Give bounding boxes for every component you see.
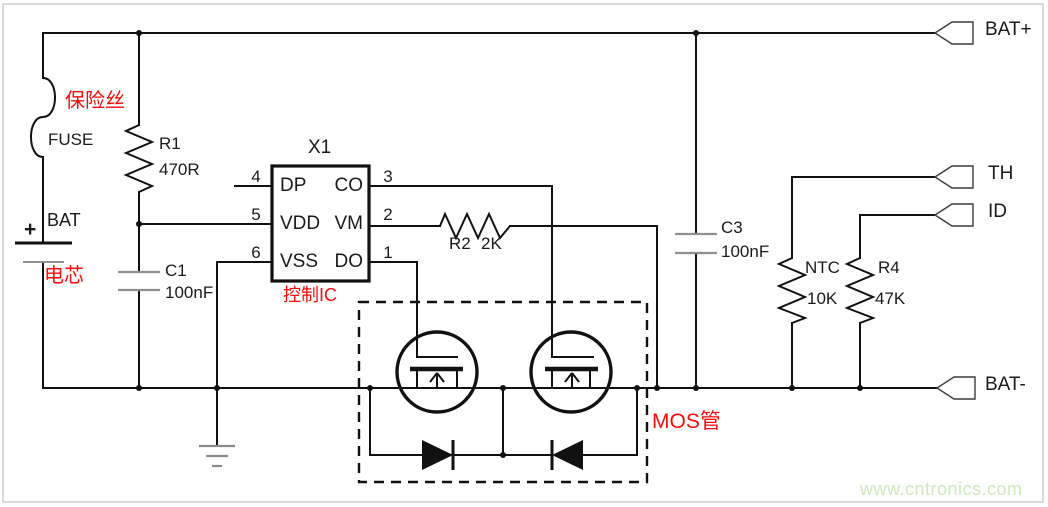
- mosfet-2: [529, 330, 613, 414]
- wire-id-r4: [859, 214, 936, 389]
- fuse-annotation-cn: 保险丝: [65, 90, 125, 112]
- body-diode-2-triangle: [552, 440, 583, 470]
- fuse-label: FUSE: [48, 130, 94, 149]
- ic-pin5-number: 5: [251, 205, 261, 224]
- ic-pin-do-label: DO: [334, 251, 364, 272]
- body-diodes: [422, 440, 583, 470]
- r4-ref-label: R4: [878, 258, 900, 277]
- ic-x1-body: [270, 164, 371, 283]
- mosfet-1-taps: [416, 369, 458, 388]
- wire-diode-row: [369, 387, 638, 456]
- terminal-label-id: ID: [988, 201, 1007, 222]
- r4-value-label: 47K: [875, 289, 906, 308]
- capacitors: [118, 232, 717, 292]
- ic-pin2-number: 2: [383, 205, 393, 224]
- mosfet-1-arrow: [429, 372, 445, 388]
- ic-pin1-number: 1: [383, 243, 393, 262]
- wire-bat-plus-rail: [42, 32, 936, 389]
- ntc-ref-label: NTC: [805, 258, 840, 277]
- battery-symbol: [15, 241, 72, 263]
- watermark: www.cntronics.com: [860, 479, 1023, 499]
- wire-vss-ground: [216, 261, 273, 445]
- ic-pin3-number: 3: [383, 167, 393, 186]
- ic-pin6-number: 6: [251, 243, 261, 262]
- r2-ref-label: R2: [449, 234, 471, 253]
- mosfet-annotation-cn: MOS管: [652, 410, 721, 433]
- junction-dots: [136, 30, 863, 458]
- c3-ref-label: C3: [721, 218, 743, 237]
- ic-pin4-number: 4: [251, 167, 261, 186]
- terminal-label-bat-minus: BAT-: [985, 374, 1026, 395]
- body-diode-1-triangle: [422, 440, 453, 470]
- mosfet-2-arrow: [564, 372, 580, 388]
- terminal-bat-plus: [933, 21, 974, 45]
- mosfet-1: [395, 330, 479, 414]
- capacitor-c3: [675, 232, 717, 255]
- c3-value-label: 100nF: [721, 242, 770, 261]
- ic-pin-vss-label: VSS: [280, 251, 319, 272]
- resistor-r2: [439, 211, 511, 241]
- terminal-connectors: [933, 21, 976, 400]
- ic-pin-co-label: CO: [334, 175, 364, 196]
- cell-annotation-cn: 电芯: [44, 265, 84, 287]
- ntc-value-label: 10K: [807, 289, 838, 308]
- wire-vm: [369, 225, 658, 389]
- mosfet-2-taps: [551, 369, 591, 388]
- ic-ref-label: X1: [308, 137, 332, 158]
- c1-value-label: 100nF: [165, 283, 214, 302]
- mos-dashed-box: [357, 300, 649, 484]
- terminal-id: [933, 203, 974, 227]
- terminal-label-bat-plus: BAT+: [985, 19, 1032, 40]
- ground-symbol: [199, 444, 235, 468]
- ic-pin-vm-label: VM: [334, 213, 364, 234]
- r2-value-label: 2K: [481, 234, 502, 253]
- resistor-ntc: [776, 257, 808, 324]
- terminal-th: [933, 165, 974, 189]
- terminal-label-th: TH: [988, 163, 1014, 184]
- resistor-r1: [123, 124, 155, 193]
- image-border: [2, 3, 1044, 503]
- ic-pin-dp-label: DP: [280, 175, 307, 196]
- ic-pin-vdd-label: VDD: [280, 213, 321, 234]
- wire-th-ntc: [791, 176, 936, 389]
- resistors: [123, 124, 876, 324]
- battery-plus-sign: +: [24, 218, 37, 241]
- resistor-r4: [844, 257, 876, 324]
- terminal-bat-minus: [935, 376, 976, 400]
- r1-value-label: 470R: [159, 160, 200, 179]
- mosfet-2-circle: [529, 330, 613, 414]
- battery-label: BAT: [47, 210, 81, 230]
- capacitor-c1: [118, 270, 160, 292]
- r1-ref-label: R1: [159, 134, 181, 153]
- wire-co-gate2: [369, 185, 553, 358]
- wires: [42, 32, 938, 456]
- fuse-symbol: [30, 77, 56, 158]
- mosfet-1-circle: [395, 330, 479, 414]
- wire-do-gate1: [369, 261, 418, 358]
- control-ic-annotation-cn: 控制IC: [283, 285, 337, 305]
- c1-ref-label: C1: [165, 261, 187, 280]
